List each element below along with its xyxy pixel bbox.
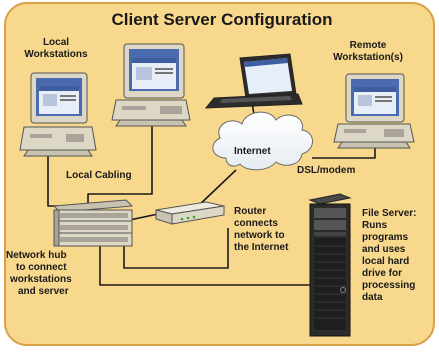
- router-label-line1: Router: [234, 206, 266, 217]
- internet-label: Internet: [234, 146, 271, 157]
- laptop: [204, 53, 303, 109]
- router-label-line2: connects: [234, 218, 278, 229]
- router: [155, 201, 225, 225]
- network-hub-label-line3: workstations: [9, 274, 72, 285]
- cable-router-internet: [195, 169, 237, 209]
- local-workstation-2: [111, 43, 191, 127]
- file-server-label-line4: and uses: [362, 244, 406, 255]
- diagram-title: Client Server Configuration: [111, 10, 332, 29]
- file-server-label-line1: File Server:: [362, 208, 416, 219]
- file-server-label-line5: local hard: [362, 256, 409, 267]
- remote-workstation: [333, 73, 415, 149]
- remote-workstations-label-line1: Remote: [350, 40, 387, 51]
- network-hub-label-line4: and server: [18, 286, 69, 297]
- file-server-label-line8: data: [362, 292, 383, 303]
- file-server-label-line2: Runs: [362, 220, 387, 231]
- cable-ws2-hub: [87, 118, 153, 203]
- local-cabling-label: Local Cabling: [66, 170, 132, 181]
- router-label-line3: network to: [234, 230, 285, 241]
- file-server-label-line3: programs: [362, 232, 409, 243]
- remote-workstations-label-line2: Workstation(s): [333, 52, 403, 63]
- internet-cloud: Internet: [212, 111, 313, 171]
- file-server: [308, 193, 352, 337]
- dsl-modem-label: DSL/modem: [297, 165, 355, 176]
- file-server-label-line7: processing: [362, 280, 415, 291]
- network-hub: [52, 199, 134, 247]
- local-workstations-label-line1: Local: [43, 37, 69, 48]
- local-workstations-label-line2: Workstations: [24, 49, 88, 60]
- cable-router-server: [123, 228, 229, 269]
- local-workstation-1: [19, 72, 97, 157]
- file-server-label-line6: drive for: [362, 268, 402, 279]
- network-hub-label-line1: Network hub: [6, 250, 67, 261]
- network-hub-label-line2: to connect: [16, 262, 67, 273]
- cable-hub-server: [99, 240, 312, 286]
- router-label-line4: the Internet: [234, 242, 289, 253]
